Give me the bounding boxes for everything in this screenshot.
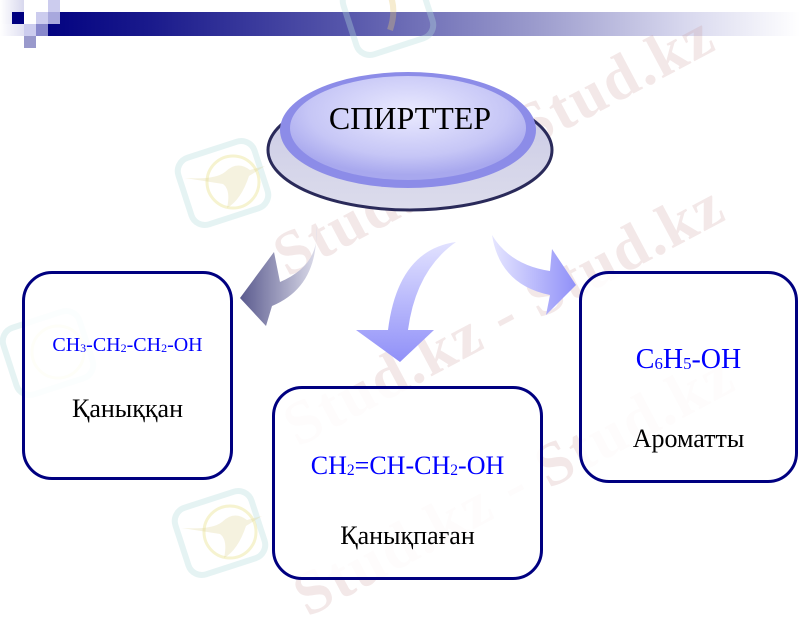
formula-text: CH3-CH2-CH2-OH (52, 334, 203, 356)
category-label: Қанықпаған (340, 521, 475, 550)
category-box-saturated: CH3-CH2-CH2-OH Қаныққан (22, 271, 233, 480)
decor-square (0, 24, 24, 36)
title-text: СПИРТТЕР (328, 100, 492, 136)
title-ellipse: СПИРТТЕР (262, 58, 558, 208)
category-label: Қаныққан (72, 394, 183, 423)
formula-text: C6H5-OH (635, 344, 742, 375)
decor-square (48, 12, 60, 24)
category-box-aromatic: C6H5-OH Ароматты (579, 271, 798, 483)
decor-square (36, 12, 48, 24)
decor-square (36, 24, 48, 36)
title-ellipse-shape (266, 72, 554, 212)
formula-text: CH2=CH-CH2-OH (310, 451, 505, 480)
decor-square (24, 24, 36, 36)
watermark-logo-icon (174, 137, 272, 229)
category-box-unsaturated: CH2=CH-CH2-OH Қанықпаған (272, 386, 543, 580)
watermark-logo-icon (339, 0, 437, 59)
arrow-right-icon (492, 235, 576, 315)
decor-square (24, 36, 36, 48)
arrow-down-icon (356, 242, 456, 362)
category-label: Ароматты (632, 424, 745, 453)
decor-square (48, 0, 60, 12)
header-gradient-bar (36, 12, 800, 36)
watermark-logo-icon (171, 487, 269, 579)
decor-square (12, 12, 24, 24)
arrow-left-icon (240, 224, 317, 326)
